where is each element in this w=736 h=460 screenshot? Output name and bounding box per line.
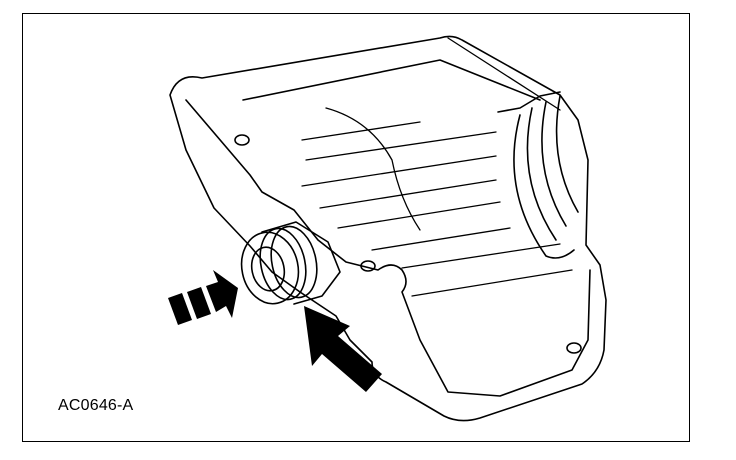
seal-outer-ring bbox=[270, 225, 318, 299]
seal-mid-ring bbox=[259, 227, 307, 301]
bearing-arcs bbox=[497, 91, 579, 259]
install-direction-arrow bbox=[168, 270, 238, 325]
pointer-arrow bbox=[304, 306, 382, 392]
oil-pan-flange bbox=[169, 35, 607, 422]
arrow-segment-1 bbox=[168, 293, 192, 325]
arrow-head-left bbox=[206, 270, 238, 318]
pan-interior-lines bbox=[301, 37, 573, 297]
bolt-hole-3 bbox=[566, 342, 582, 354]
oil-seal bbox=[240, 221, 341, 305]
figure-reference-code: AC0646-A bbox=[58, 397, 134, 414]
seal-bore bbox=[250, 246, 286, 292]
bolt-hole-2 bbox=[360, 260, 376, 272]
bolt-holes bbox=[234, 134, 582, 354]
seal-face bbox=[240, 231, 300, 305]
arrow-segment-2 bbox=[187, 287, 211, 319]
bolt-hole-1 bbox=[234, 134, 250, 146]
